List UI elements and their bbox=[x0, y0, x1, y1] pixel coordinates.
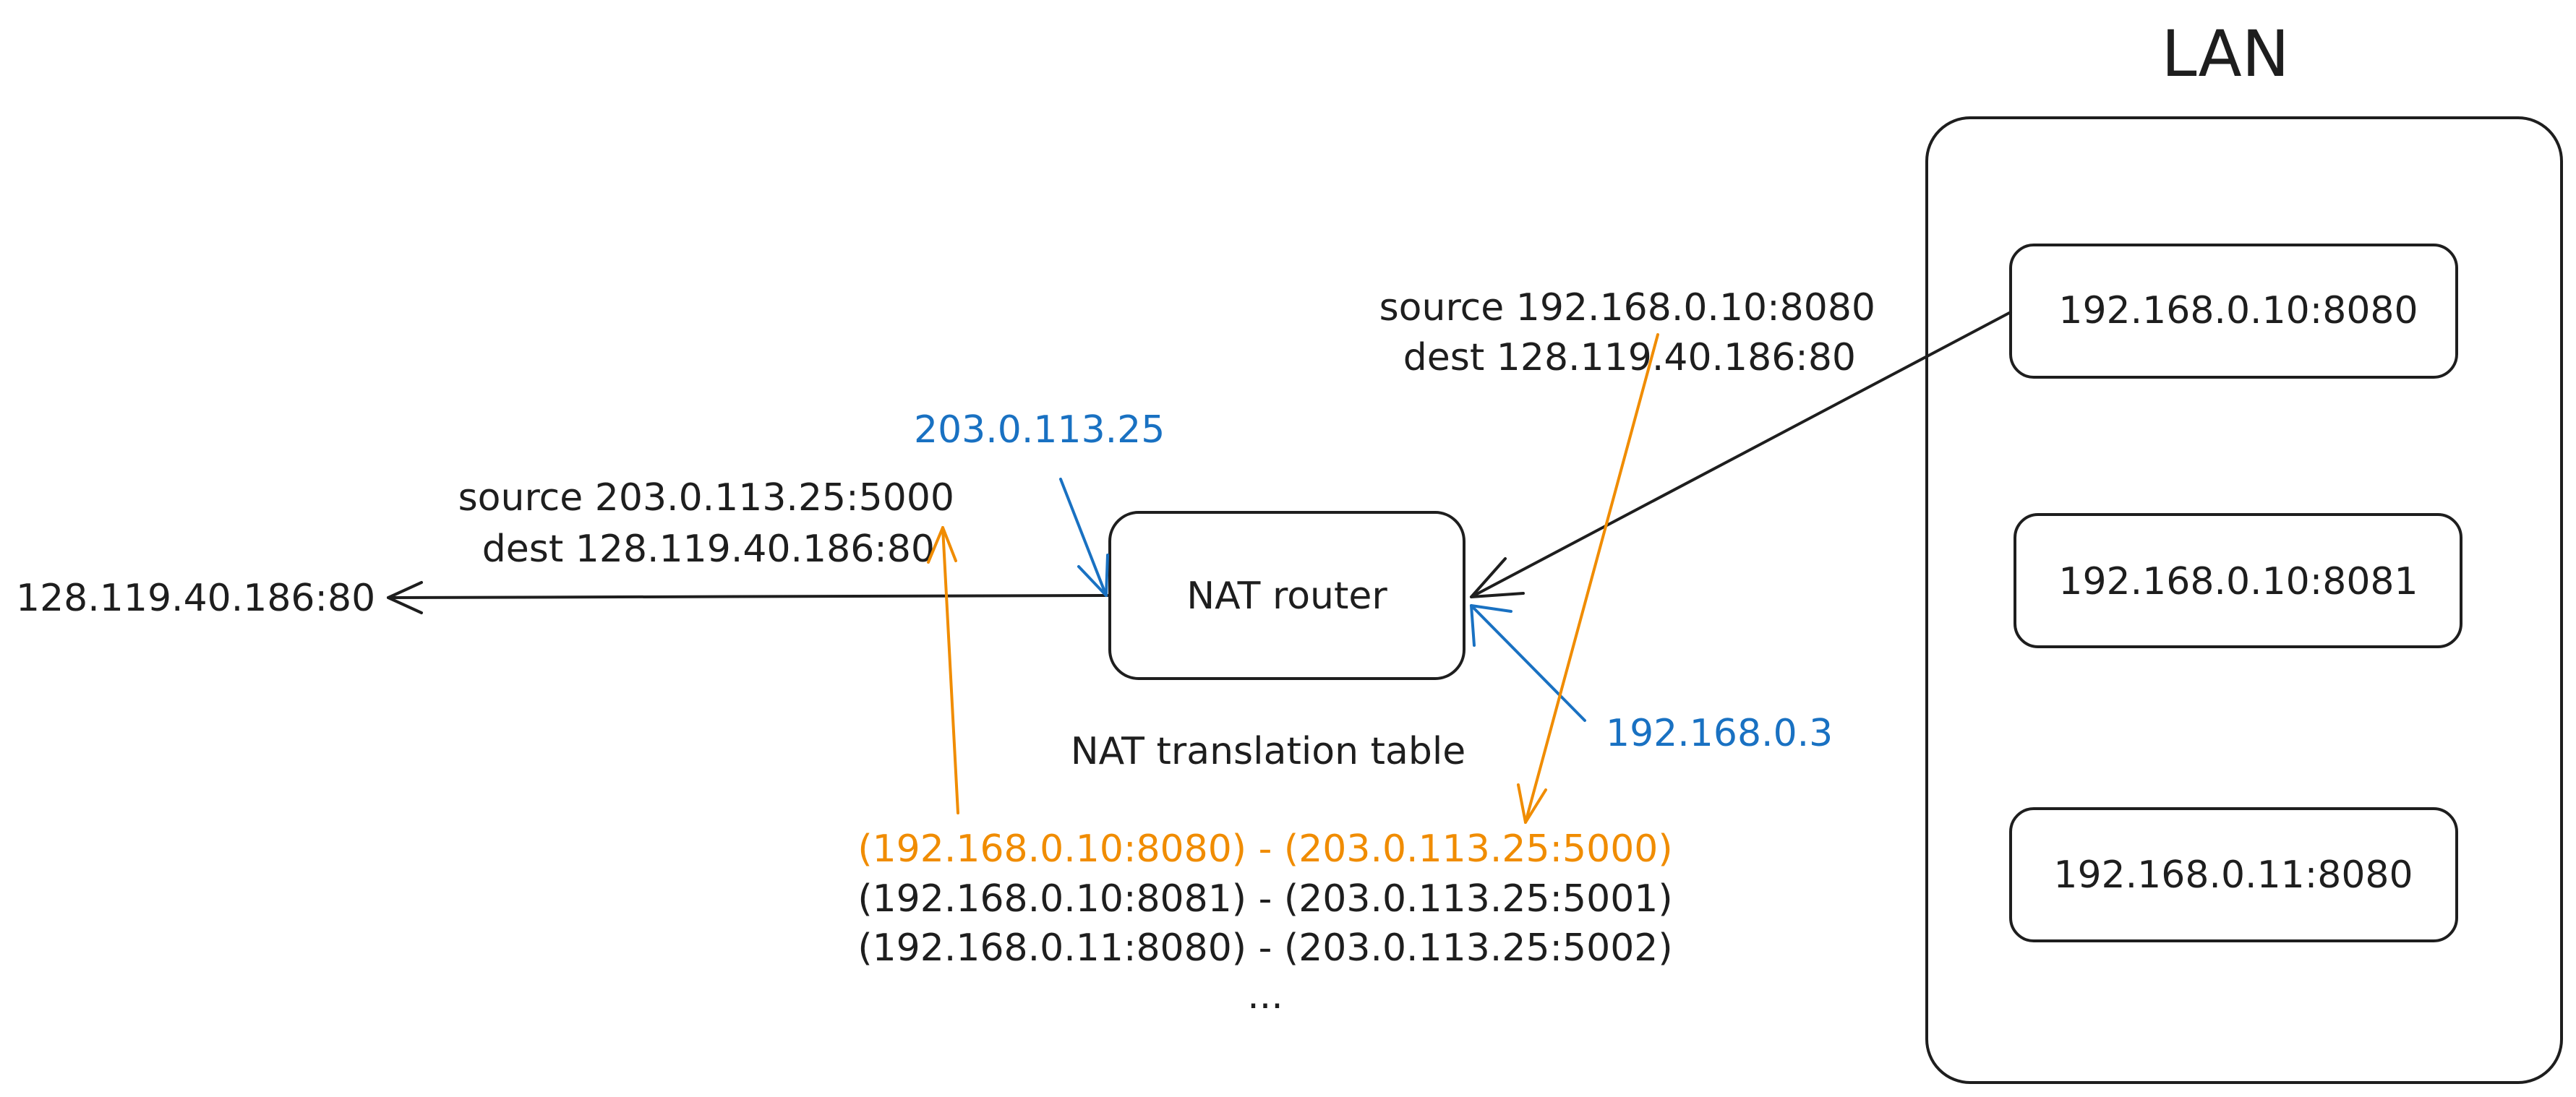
nat-router-box[interactable] bbox=[1108, 511, 1465, 680]
private-ip-arrow bbox=[1470, 604, 1586, 722]
inbound-mapping-arrow bbox=[1517, 333, 1659, 824]
public-ip-arrow bbox=[1059, 478, 1109, 597]
lan-to-router-arrow bbox=[1470, 311, 2012, 598]
lan-host-label: 192.168.0.10:8081 bbox=[2058, 560, 2418, 603]
router-private-ip-label: 192.168.0.3 bbox=[1606, 712, 1833, 755]
lan-container bbox=[1925, 116, 2563, 1084]
lan-host-box[interactable] bbox=[2014, 513, 2462, 648]
router-to-external-arrow bbox=[387, 581, 1109, 614]
inbound-source-label: source 192.168.0.10:8080 bbox=[1379, 286, 1875, 330]
nat-table-row-highlighted: (192.168.0.10:8080) - (203.0.113.25:5000… bbox=[857, 827, 1672, 871]
router-public-ip-label: 203.0.113.25 bbox=[914, 408, 1165, 452]
lan-host-label: 192.168.0.10:8080 bbox=[2058, 289, 2418, 332]
lan-host-label: 192.168.0.11:8080 bbox=[2053, 853, 2413, 897]
outbound-source-label: source 203.0.113.25:5000 bbox=[458, 476, 954, 520]
lan-host-box[interactable] bbox=[2009, 807, 2458, 942]
nat-table-row: (192.168.0.11:8080) - (203.0.113.25:5002… bbox=[857, 926, 1672, 970]
inbound-dest-label: dest 128.119.40.186:80 bbox=[1403, 336, 1856, 379]
nat-router-label: NAT router bbox=[1186, 575, 1387, 618]
external-host-label: 128.119.40.186:80 bbox=[16, 577, 375, 620]
nat-table-title: NAT translation table bbox=[1071, 730, 1466, 773]
nat-table-ellipsis: ... bbox=[1247, 974, 1283, 1018]
outbound-dest-label: dest 128.119.40.186:80 bbox=[482, 528, 935, 571]
nat-table-row: (192.168.0.10:8081) - (203.0.113.25:5001… bbox=[857, 877, 1672, 921]
lan-title: LAN bbox=[2161, 17, 2289, 91]
outbound-mapping-arrow bbox=[927, 526, 959, 814]
